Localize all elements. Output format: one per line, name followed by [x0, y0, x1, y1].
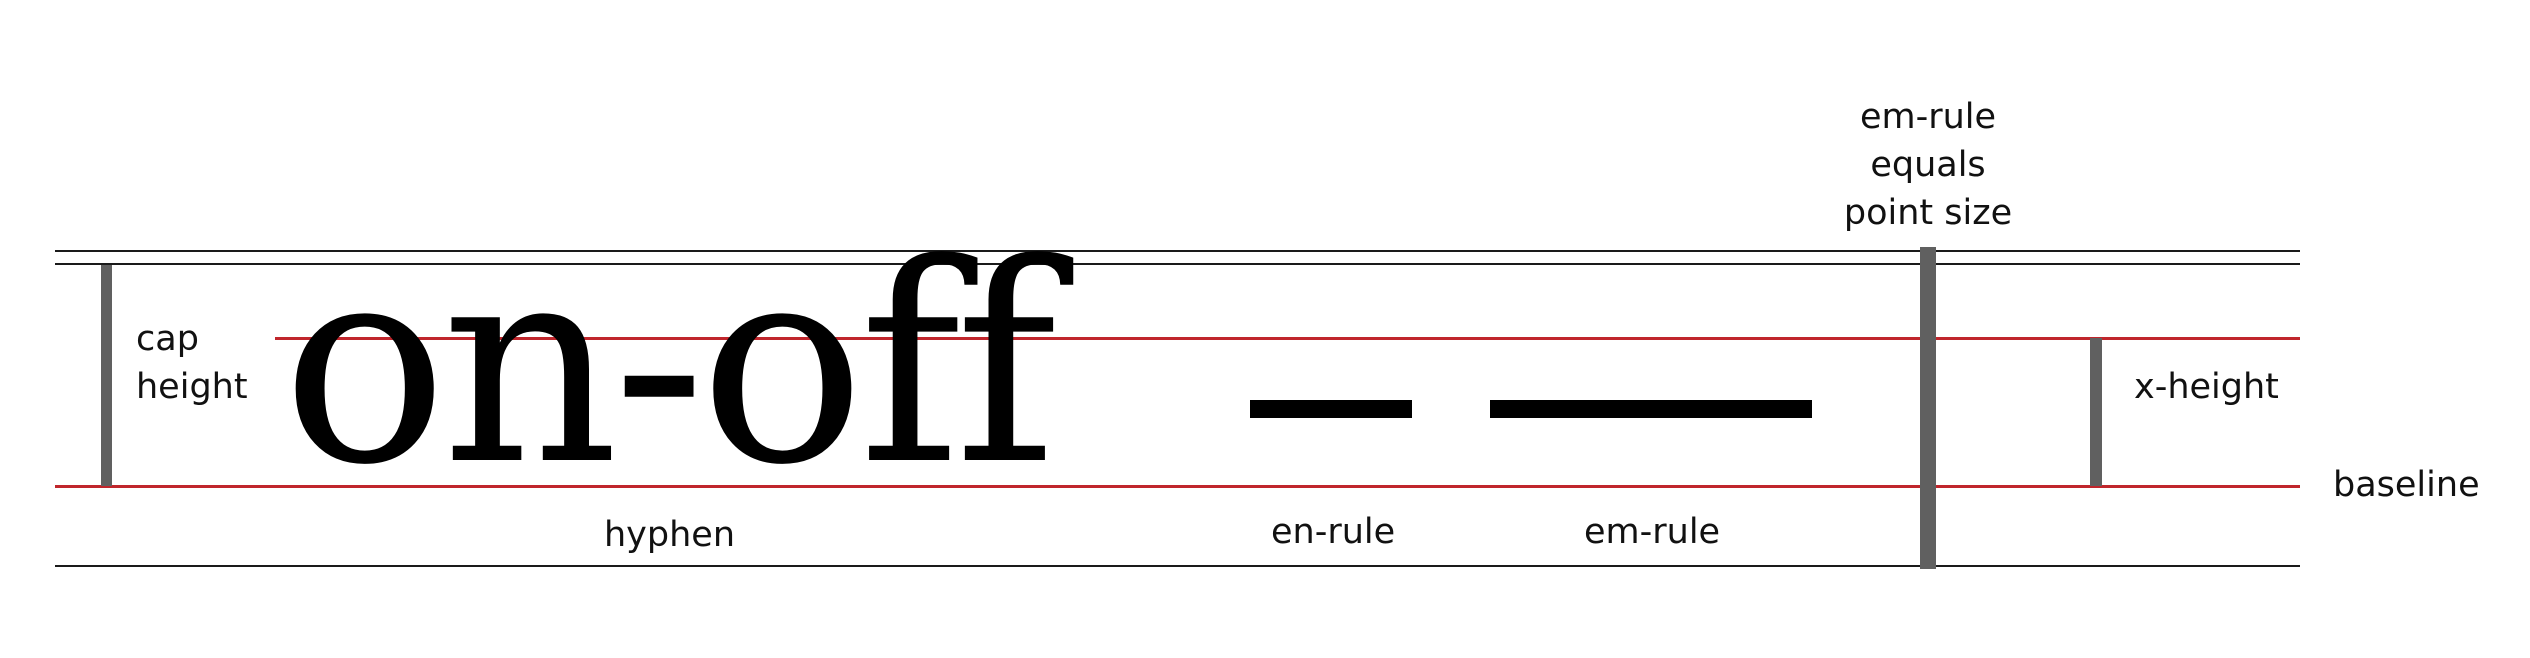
hyphen-label: hyphen — [604, 515, 736, 555]
baseline-line — [55, 485, 2300, 488]
specimen-text-on-off: on-off — [282, 205, 1057, 525]
x-height-label: x-height — [2134, 367, 2279, 407]
ascender-line-top — [55, 250, 2300, 252]
em-equals-label-line1: em-rule — [1859, 97, 1997, 137]
cap-height-label-line1: cap — [136, 319, 199, 359]
em-equals-label-line2: equals — [1870, 145, 1986, 185]
x-height-line — [275, 337, 2300, 340]
en-rule-dash — [1250, 400, 1412, 418]
cap-height-bar — [101, 265, 112, 486]
ascender-line — [55, 263, 2300, 265]
baseline-label: baseline — [2333, 465, 2480, 505]
en-rule-label: en-rule — [1271, 512, 1396, 552]
cap-height-label-line2: height — [136, 367, 248, 407]
em-equals-label-line3: point size — [1843, 193, 2013, 233]
em-rule-dash — [1490, 400, 1812, 418]
em-rule-label: em-rule — [1584, 512, 1721, 552]
point-size-bar — [1920, 247, 1936, 569]
descender-line — [55, 565, 2300, 567]
x-height-bar — [2090, 338, 2102, 486]
